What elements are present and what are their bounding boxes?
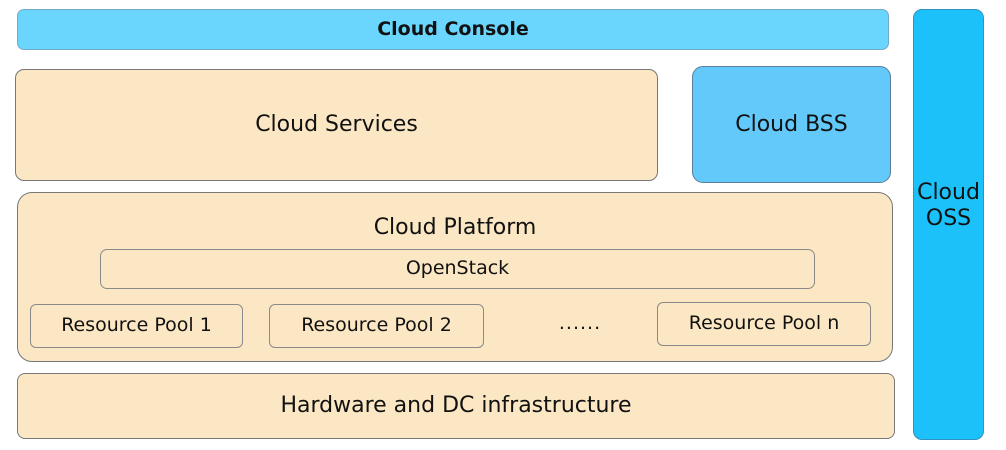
- cloud-services-layer: Cloud Services: [15, 69, 658, 181]
- cloud-bss-label: Cloud BSS: [735, 111, 848, 137]
- hardware-dc-label: Hardware and DC infrastructure: [280, 393, 632, 419]
- cloud-console-layer: Cloud Console: [17, 9, 889, 50]
- resource-pool-label: Resource Pool 1: [61, 314, 212, 337]
- cloud-oss-column: Cloud OSS: [913, 9, 984, 440]
- resource-pool-label: Resource Pool n: [688, 312, 840, 335]
- openstack-label: OpenStack: [405, 257, 510, 280]
- cloud-services-label: Cloud Services: [255, 112, 418, 138]
- resource-pool-box: Resource Pool 1: [30, 304, 243, 348]
- hardware-dc-layer: Hardware and DC infrastructure: [17, 373, 895, 439]
- cloud-console-label: Cloud Console: [377, 17, 529, 40]
- cloud-bss-box: Cloud BSS: [692, 66, 891, 183]
- resource-pool-box: Resource Pool n: [657, 302, 871, 346]
- cloud-oss-label: Cloud OSS: [917, 180, 980, 231]
- resource-pool-label: Resource Pool 2: [301, 314, 452, 337]
- cloud-platform-title: Cloud Platform: [373, 215, 537, 240]
- openstack-box: OpenStack: [100, 249, 815, 289]
- resource-pool-box: Resource Pool 2: [269, 304, 484, 348]
- resource-pool-ellipsis: ......: [558, 312, 602, 334]
